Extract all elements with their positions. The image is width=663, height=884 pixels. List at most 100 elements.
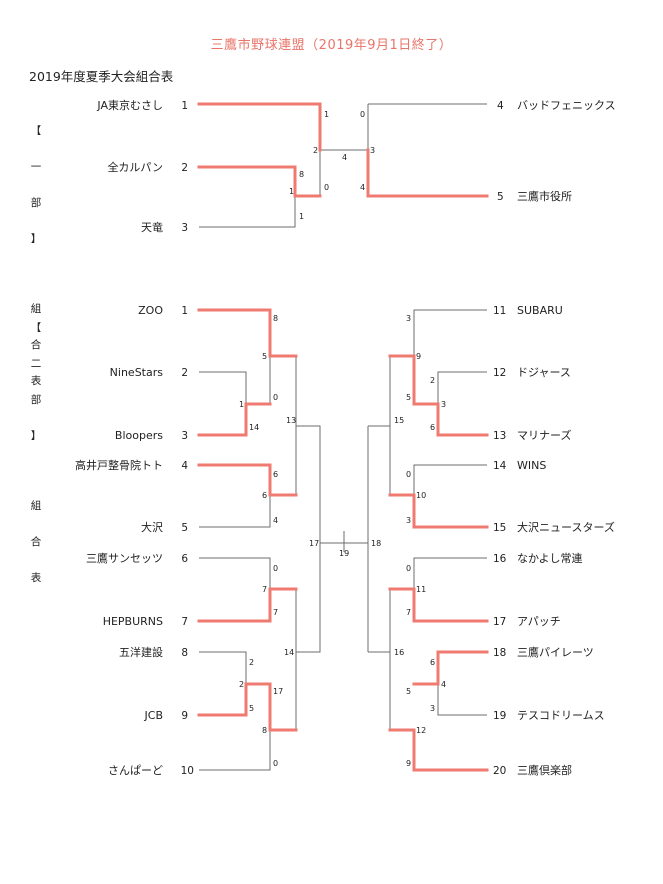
winner-path	[388, 493, 489, 529]
bracket-line	[199, 730, 271, 771]
team-name: NineStars	[110, 366, 164, 379]
score-label: 3	[441, 400, 446, 409]
winner-path	[197, 463, 298, 497]
match-number: 15	[394, 416, 404, 425]
score-label: 4	[441, 680, 446, 689]
team-name: アパッチ	[517, 615, 561, 628]
division-2-bracket: ZOO 1 NineStars 2 Bloopers 3 高井戸整骨院トト 4 …	[75, 304, 615, 777]
team-number: 2	[181, 162, 188, 174]
score-label: 5	[406, 687, 411, 696]
score-label: 3	[406, 314, 411, 323]
score-label: 3	[370, 146, 375, 155]
team-name: SUBARU	[517, 304, 563, 317]
score-label: 6	[262, 491, 267, 500]
score-label: 0	[360, 110, 365, 119]
score-label: 0	[273, 564, 278, 573]
team-name: マリナーズ	[517, 428, 571, 442]
team-name: Bloopers	[115, 429, 163, 442]
score-label: 0	[273, 393, 278, 402]
team-number: 7	[181, 616, 188, 628]
score-label: 5	[249, 704, 254, 713]
team-name: 大沢ニュースターズ	[517, 520, 615, 534]
team-name: HEPBURNS	[103, 615, 163, 628]
match-number: 2	[313, 146, 318, 155]
team-number: 3	[181, 430, 188, 442]
team-number: 13	[493, 430, 506, 442]
score-label: 3	[406, 516, 411, 525]
division-char: 二	[30, 358, 42, 370]
bracket-line	[295, 356, 321, 543]
division-char: 組	[30, 303, 42, 315]
team-number: 15	[493, 522, 506, 534]
score-label: 14	[249, 423, 259, 432]
team-number: 6	[181, 553, 188, 565]
score-label: 5	[262, 352, 267, 361]
score-label: 10	[416, 491, 426, 500]
team-number: 1	[181, 100, 188, 112]
team-name: 三鷹倶楽部	[517, 763, 572, 777]
bracket-line	[368, 589, 391, 653]
score-label: 4	[273, 516, 278, 525]
team-name: WINS	[517, 459, 546, 472]
score-label: 0	[273, 759, 278, 768]
bracket-close: 】	[30, 430, 42, 442]
bracket-line	[368, 356, 391, 427]
team-number: 1	[181, 305, 188, 317]
division-char: 合	[30, 536, 42, 548]
team-name: テスコドリームス	[517, 709, 605, 722]
bracket-line	[413, 557, 487, 589]
score-label: 1	[299, 212, 304, 221]
team-number: 3	[181, 222, 188, 234]
team-number: 5	[181, 522, 188, 534]
team-number: 20	[493, 765, 506, 777]
team-name: バッドフェニックス	[517, 99, 616, 112]
team-name: 三鷹パイレーツ	[517, 645, 594, 659]
division-1-bracket: JA東京むさし 1 全カルパン 2 天竜 3 4 バッドフェニックス 5 三鷹市…	[96, 98, 615, 234]
division-char: 合	[30, 339, 42, 351]
team-number: 5	[497, 191, 504, 203]
bracket-line	[437, 371, 487, 404]
score-label: 2	[249, 658, 254, 667]
score-label: 3	[430, 704, 435, 713]
division-1-label: 【 一 部 】 組 合 表	[29, 101, 43, 399]
bracket-line	[413, 309, 487, 356]
winner-path	[197, 402, 272, 437]
winner-path	[197, 102, 322, 152]
winner-path	[197, 587, 298, 623]
bracket-open: 【	[30, 322, 42, 334]
page-subtitle: 2019年度夏季大会組合表	[29, 69, 174, 84]
team-name: 高井戸整骨院トト	[75, 458, 163, 472]
team-number: 12	[493, 367, 506, 379]
score-label: 1	[239, 400, 244, 409]
match-number: 13	[286, 416, 296, 425]
winner-path	[197, 308, 298, 358]
team-number: 4	[497, 100, 504, 112]
winner-path	[197, 682, 298, 732]
score-label: 1	[324, 110, 329, 119]
score-label: 9	[416, 352, 421, 361]
division-char: 表	[30, 375, 42, 387]
team-name: ZOO	[138, 304, 163, 317]
score-label: 8	[273, 314, 278, 323]
bracket-line	[199, 166, 296, 196]
score-label: 8	[262, 726, 267, 735]
team-number: 10	[181, 765, 194, 777]
division-char: 部	[30, 197, 42, 209]
score-label: 7	[262, 585, 267, 594]
bracket-line	[199, 495, 271, 528]
score-label: 0	[406, 470, 411, 479]
team-number: 18	[493, 647, 506, 659]
team-name: 大沢	[141, 520, 163, 534]
winner-path	[412, 650, 489, 686]
score-label: 6	[430, 658, 435, 667]
division-char: 組	[30, 500, 42, 512]
bracket-line	[199, 557, 271, 589]
score-label: 1	[289, 187, 294, 196]
winner-path	[388, 587, 489, 623]
bracket-line	[437, 684, 487, 716]
team-name: 天竜	[141, 220, 163, 234]
page-title: 三鷹市野球連盟（2019年9月1日終了）	[210, 38, 453, 53]
team-name: 三鷹サンセッツ	[86, 551, 163, 565]
team-number: 2	[181, 367, 188, 379]
